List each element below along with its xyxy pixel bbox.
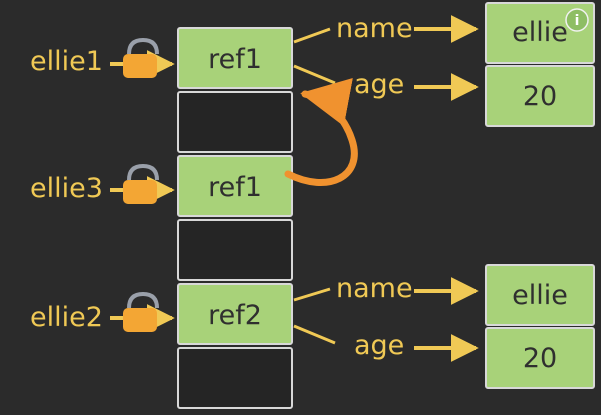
object-cell [485, 65, 595, 127]
field-value: 20 [523, 343, 557, 374]
variable-label: ellie1 [30, 46, 103, 77]
memory-cell-label: ref2 [208, 300, 262, 331]
field-value: 20 [523, 81, 557, 112]
lock-icon [110, 291, 175, 332]
memory-cell: ref2 [177, 283, 293, 345]
field-value: ellie [512, 17, 568, 48]
field-value: ellie [512, 280, 568, 311]
field-connector [293, 287, 331, 302]
object-2: name ellie age 20 [293, 264, 595, 389]
memory-cell [177, 91, 293, 153]
field-connector [293, 324, 336, 345]
field-connector [293, 64, 336, 85]
variable-label: ellie3 [30, 173, 103, 204]
memory-cell: ref1 [177, 155, 293, 217]
field-connector [293, 27, 331, 44]
memory-column: ref1 ref1 ref2 [177, 27, 293, 409]
field-key: age [354, 69, 404, 100]
memory-cell [177, 347, 293, 409]
reference-curve-arrow [284, 78, 358, 186]
memory-cell: ref1 [177, 27, 293, 89]
field-key: age [354, 330, 404, 361]
object-cell [485, 264, 595, 326]
memory-cell-label: ref1 [208, 44, 262, 75]
field-key: name [336, 273, 413, 304]
lock-icon [110, 37, 175, 78]
variable-label: ellie2 [30, 302, 103, 333]
memory-cell-label: ref1 [208, 172, 262, 203]
info-symbol: i [575, 13, 580, 29]
field-key: name [336, 13, 413, 44]
object-1: name ellie age 20 [293, 2, 595, 127]
info-icon[interactable]: i [565, 8, 589, 32]
object-cell [485, 327, 595, 389]
lock-icon [110, 163, 175, 204]
memory-cell [177, 219, 293, 281]
